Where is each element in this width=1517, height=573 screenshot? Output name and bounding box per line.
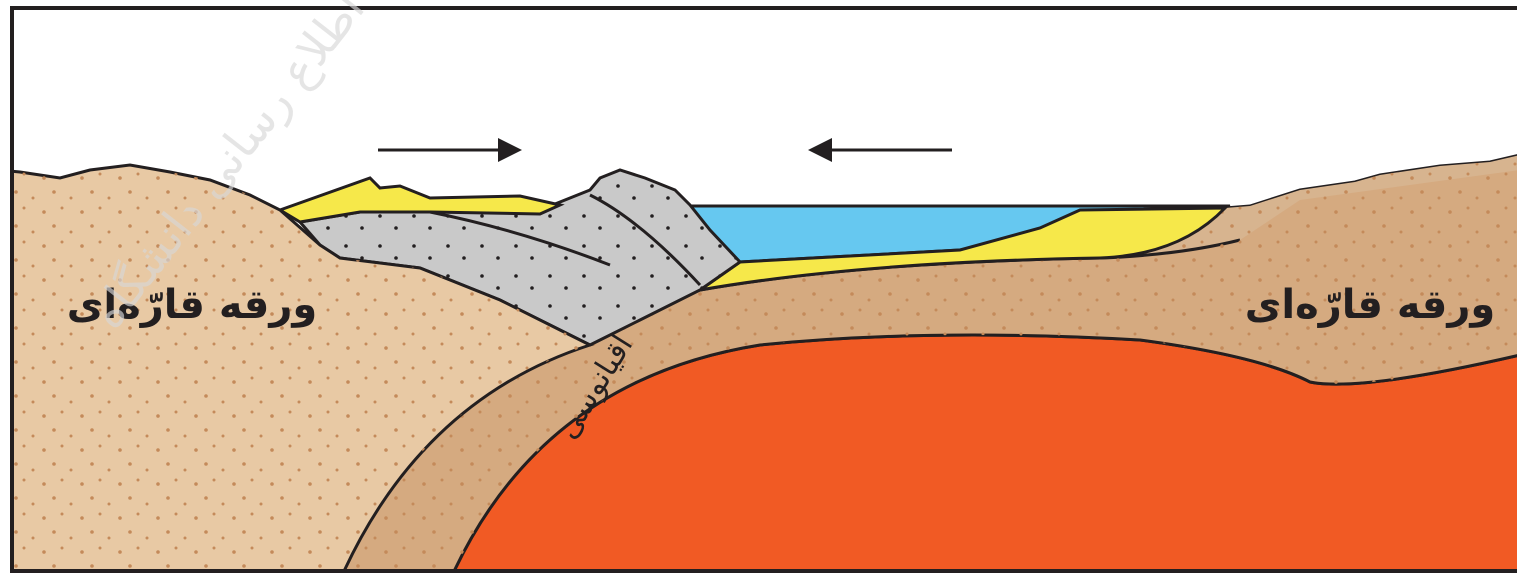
- right-plate-label: ورقه قارّه‌ای: [1245, 282, 1496, 328]
